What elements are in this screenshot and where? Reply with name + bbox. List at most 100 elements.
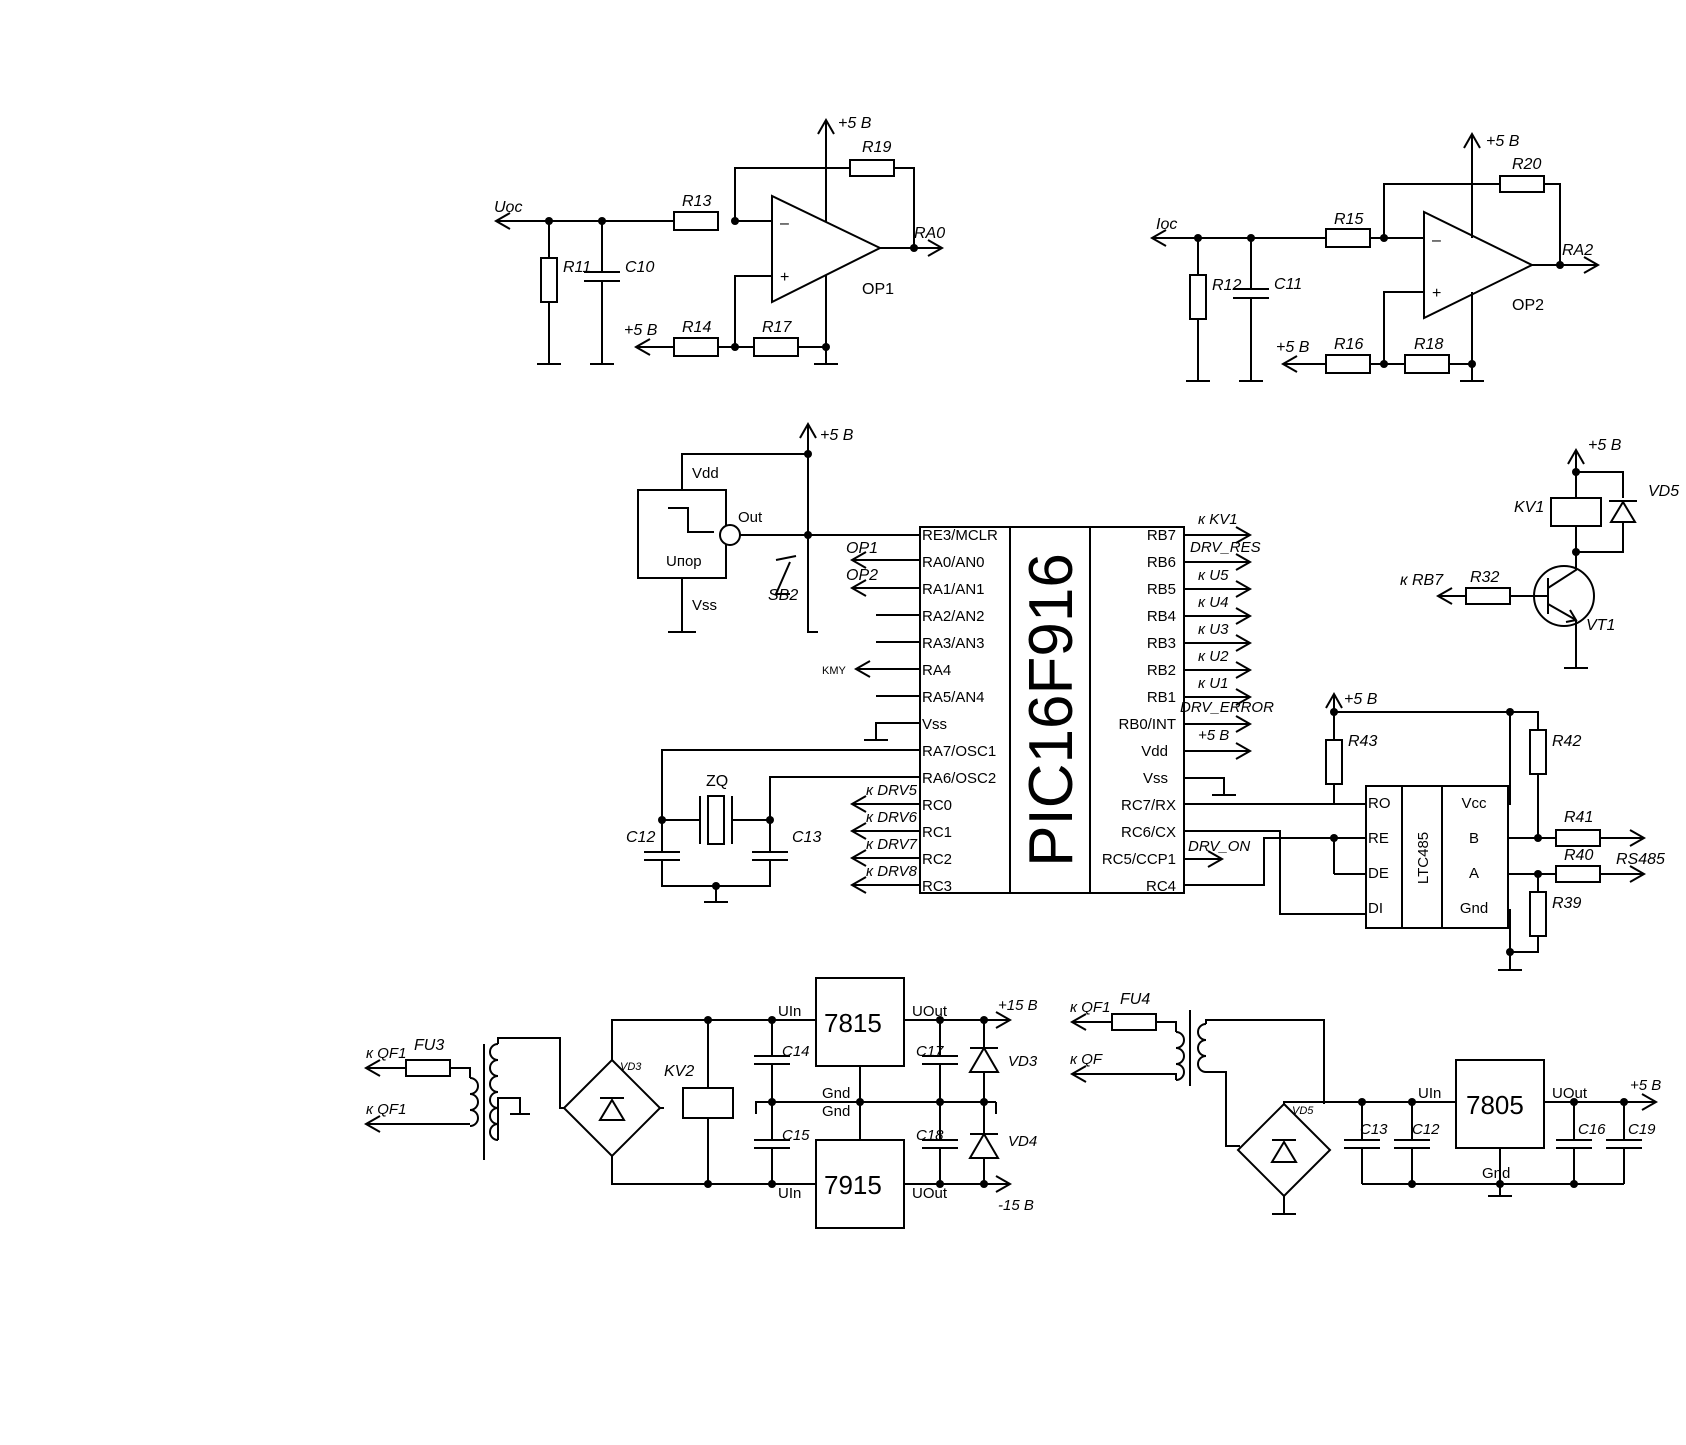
reg-7805	[1455, 1059, 1545, 1149]
pin-rb2: RB2	[1147, 662, 1176, 679]
relay-driver: +5 В KV1 VD5 R32 к RB7 VT1	[1400, 437, 1679, 669]
r43-resistor	[1325, 739, 1343, 785]
kv1-coil	[1550, 497, 1602, 527]
net-u5: к U5	[1198, 567, 1229, 584]
minus15-label: -15 В	[998, 1197, 1034, 1214]
op1-minus-label: –	[780, 215, 789, 232]
psu2-in1-label: к QF1	[1070, 999, 1110, 1016]
ltc485-body	[1365, 785, 1509, 929]
plus5-label: +5 В	[1630, 1077, 1661, 1094]
pin-de: DE	[1368, 865, 1389, 882]
c17-label: C17	[916, 1043, 944, 1060]
net-vdd: +5 В	[1198, 727, 1229, 744]
fu4-fuse	[1111, 1013, 1157, 1031]
r32-resistor	[1465, 587, 1511, 605]
reg7915-label: 7915	[824, 1170, 882, 1200]
psu-dual: FU3 к QF1 к QF1 VD3 KV2 C14 C15 UIn UIn …	[363, 977, 1038, 1229]
net-kv1: к KV1	[1198, 511, 1238, 528]
crystal-circuit: ZQ C12 C13	[626, 749, 920, 903]
net-drv8: к DRV8	[866, 863, 918, 880]
reg-7915	[815, 1139, 905, 1229]
pin-ra7: RA7/OSC1	[922, 743, 996, 760]
opamp1-circuit: Uoc R11 C10 R13 R19 +5 В – + RA0 OP1 +5 …	[493, 115, 945, 365]
reg7815-label: 7815	[824, 1008, 882, 1038]
c11-label: C11	[1274, 276, 1302, 293]
op2-minus-label: –	[1432, 232, 1441, 249]
pin-rb1: RB1	[1147, 689, 1176, 706]
psu1-in2-label: к QF1	[366, 1101, 406, 1118]
ra2-label: RA2	[1562, 242, 1593, 259]
pin-rc3: RC3	[922, 878, 952, 895]
pin-vss-r: Vss	[1143, 770, 1168, 787]
rs485-supply-label: +5 В	[1344, 691, 1378, 708]
vd5-bridge-label: VD5	[1292, 1105, 1314, 1117]
r12-label: R12	[1212, 277, 1241, 294]
sb2-button	[774, 561, 791, 595]
pin-a: A	[1469, 865, 1479, 882]
c18-label: C18	[916, 1127, 944, 1144]
op1-bias-label: +5 В	[624, 322, 658, 339]
r41-label: R41	[1564, 809, 1593, 826]
c14-label: C14	[782, 1043, 810, 1060]
net-drv-error: DRV_ERROR	[1180, 699, 1274, 716]
relay-supply-label: +5 В	[1588, 437, 1622, 454]
r13-resistor	[673, 211, 719, 231]
pin-re3: RE3/MCLR	[922, 527, 998, 544]
c15-label: C15	[782, 1127, 810, 1144]
pin-rb5: RB5	[1147, 581, 1176, 598]
ioc-label: Ioc	[1156, 216, 1177, 233]
mcu-name: PIC16F916	[1017, 553, 1086, 867]
pin-ra0: RA0/AN0	[922, 554, 985, 571]
pin-vdd-r: Vdd	[1141, 743, 1168, 760]
pin-rb7: RB7	[1147, 527, 1176, 544]
pin-re: RE	[1368, 830, 1389, 847]
net-op1: OP1	[846, 540, 878, 557]
zq-label: ZQ	[706, 773, 728, 790]
pin-rc6: RC6/CX	[1121, 824, 1176, 841]
krb7-label: к RB7	[1400, 572, 1444, 589]
vt1-label: VT1	[1586, 617, 1615, 634]
r43-label: R43	[1348, 733, 1377, 750]
r19-resistor	[849, 159, 895, 177]
op2-plus-label: +	[1432, 285, 1441, 302]
psu-5v: FU4 к QF1 к QF VD5 C13 C12 UIn UOut Gnd …	[1069, 991, 1661, 1215]
vd3-bridge	[562, 1058, 662, 1158]
net-drv6: к DRV6	[866, 809, 918, 826]
uout3-label: UOut	[1552, 1085, 1588, 1102]
net-drv-on: DRV_ON	[1188, 838, 1250, 855]
pin-rc0: RC0	[922, 797, 952, 814]
reset-supervisor: Vdd Out Uпор Vss SB2 +5 В	[637, 421, 920, 633]
kv2-label: KV2	[664, 1063, 694, 1080]
pin-rc4: RC4	[1146, 878, 1176, 895]
net-u1: к U1	[1198, 675, 1228, 692]
r16-resistor	[1325, 354, 1371, 374]
vd4-label: VD4	[1008, 1133, 1037, 1150]
gnd3-label: Gnd	[1482, 1165, 1510, 1182]
rs485-interface: LTC485 RO RE DE DI Vcc B A Gnd	[1184, 691, 1665, 971]
fu4-label: FU4	[1120, 991, 1150, 1008]
op2-triangle	[1423, 210, 1535, 320]
pin-rb6: RB6	[1147, 554, 1176, 571]
pin-rc1: RC1	[922, 824, 952, 841]
r40-resistor	[1555, 865, 1601, 883]
upor-label: Uпор	[666, 553, 702, 570]
vdd-label: Vdd	[692, 465, 719, 482]
net-op2: OP2	[846, 567, 878, 584]
c13-label: C13	[792, 829, 821, 846]
r17-resistor	[753, 337, 799, 357]
c16-label: C16	[1578, 1121, 1606, 1138]
pin-ro: RO	[1368, 795, 1391, 812]
r39-label: R39	[1552, 895, 1581, 912]
net-u3: к U3	[1198, 621, 1229, 638]
uout2-label: UOut	[912, 1185, 948, 1202]
mcu-right-pins: RB7 RB6 RB5 RB4 RB3 RB2 RB1 RB0/INT Vdd …	[1102, 527, 1176, 895]
transformer2-secondary	[1197, 1023, 1207, 1073]
r18-resistor	[1404, 354, 1450, 374]
pin-rc2: RC2	[922, 851, 952, 868]
fu3-label: FU3	[414, 1037, 444, 1054]
kv1-label: KV1	[1514, 499, 1544, 516]
c10-label: C10	[625, 259, 654, 276]
op2-label: OP2	[1512, 297, 1544, 314]
reg-7815	[815, 977, 905, 1067]
